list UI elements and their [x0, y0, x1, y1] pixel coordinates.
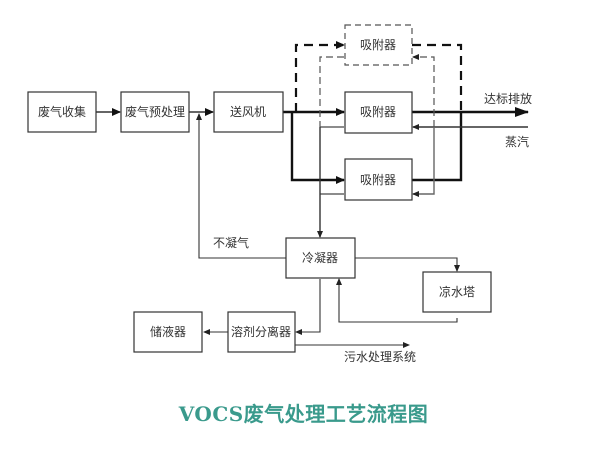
flow-adsorber-standby-desorb	[319, 56, 344, 127]
flow-blower-to-adsorber-standby	[294, 41, 345, 112]
node-collection[interactable]: 废气收集	[27, 91, 97, 133]
node-adsorber-2[interactable]: 吸附器	[344, 158, 413, 201]
node-condenser[interactable]: 冷凝器	[285, 237, 356, 279]
diagram-title: VOCS废气处理工艺流程图	[178, 402, 429, 426]
label-discharge: 达标排放	[484, 91, 532, 106]
node-solvent-separator[interactable]: 溶剂分离器	[227, 311, 296, 353]
node-adsorber-1-label: 吸附器	[360, 105, 396, 119]
label-non-condensable: 不凝气	[213, 235, 249, 250]
flow-blower-to-adsorber-2	[290, 112, 345, 184]
node-cooling-tower[interactable]: 凉水塔	[422, 271, 492, 313]
flow-condenser-to-separator	[295, 279, 321, 335]
flow-steam-to-adsorber-2	[412, 127, 435, 197]
node-adsorber-standby[interactable]: 吸附器	[344, 24, 413, 66]
node-blower[interactable]: 送风机	[213, 91, 284, 133]
flow-cooling-tower-to-condenser	[336, 278, 458, 323]
node-pretreatment[interactable]: 废气预处理	[120, 91, 190, 133]
flow-steam-to-adsorber-standby	[412, 54, 435, 127]
node-adsorber-1[interactable]: 吸附器	[344, 91, 413, 134]
node-adsorber-2-label: 吸附器	[360, 173, 396, 187]
label-wastewater: 污水处理系统	[344, 350, 416, 364]
node-storage-tank[interactable]: 储液器	[133, 311, 203, 353]
node-storage-tank-label: 储液器	[150, 324, 186, 339]
node-collection-label: 废气收集	[38, 104, 86, 119]
node-pretreatment-label: 废气预处理	[125, 104, 185, 119]
flow-condenser-to-cooling-tower	[355, 257, 460, 272]
label-steam: 蒸汽	[505, 134, 529, 149]
node-condenser-label: 冷凝器	[302, 250, 338, 265]
flow-non-condensable-return	[196, 113, 286, 259]
flow-adsorber-standby-to-discharge	[412, 43, 463, 112]
node-blower-label: 送风机	[230, 104, 266, 119]
node-adsorber-standby-label: 吸附器	[360, 38, 396, 52]
flow-adsorber-2-to-discharge	[412, 112, 463, 182]
node-cooling-tower-label: 凉水塔	[439, 284, 475, 299]
node-solvent-separator-label: 溶剂分离器	[231, 324, 291, 339]
